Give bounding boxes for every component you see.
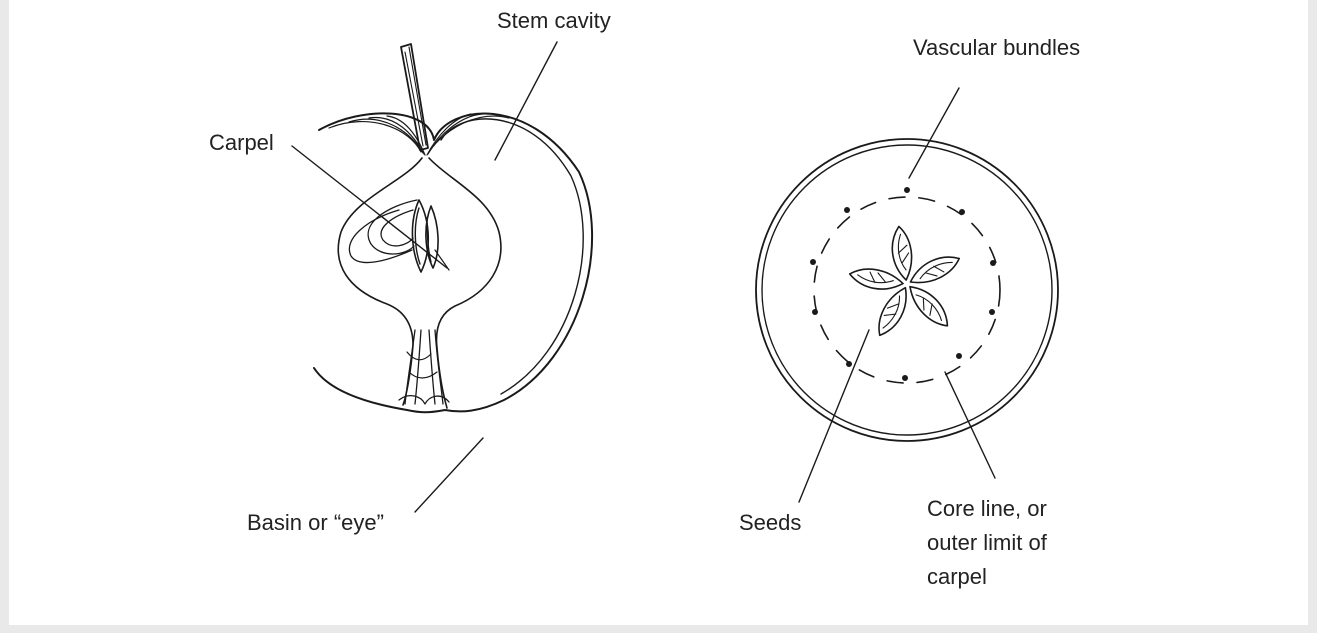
label-carpel: Carpel (209, 128, 274, 157)
apple-skin-inner-line (441, 119, 583, 394)
cross-section-outer-skin (756, 139, 1058, 441)
apple-longitudinal-section (314, 44, 592, 412)
label-stem-cavity: Stem cavity (497, 6, 611, 35)
carpel-loops (349, 200, 417, 263)
label-seeds: Seeds (739, 508, 801, 537)
label-core-line-2: outer limit of (927, 528, 1047, 557)
section-seeds (412, 200, 449, 272)
seed-chambers (848, 225, 962, 340)
apple-anatomy-diagram (9, 0, 1308, 625)
leader-lines-left (292, 42, 557, 512)
label-core-line-1: Core line, or (927, 494, 1047, 523)
stem-fibers (405, 47, 426, 146)
apple-cross-section (756, 139, 1058, 441)
stem-cavity-leader (495, 42, 557, 160)
label-basin-eye: Basin or “eye” (247, 508, 384, 537)
core-line-leader (945, 372, 995, 478)
core-line-circle (814, 197, 1000, 383)
core-outline-right (429, 158, 501, 408)
seeds-leader (799, 330, 869, 502)
calyx-tube (399, 330, 449, 404)
label-core-line-3: carpel (927, 562, 987, 591)
carpel-leader (292, 146, 447, 268)
figure-frame: Stem cavity Carpel Basin or “eye” Vascul… (9, 0, 1308, 625)
vascular-bundles-leader (909, 88, 959, 178)
label-vascular-bundles: Vascular bundles (913, 33, 1080, 62)
basin-leader (415, 438, 483, 512)
apple-skin-outline (314, 113, 592, 412)
